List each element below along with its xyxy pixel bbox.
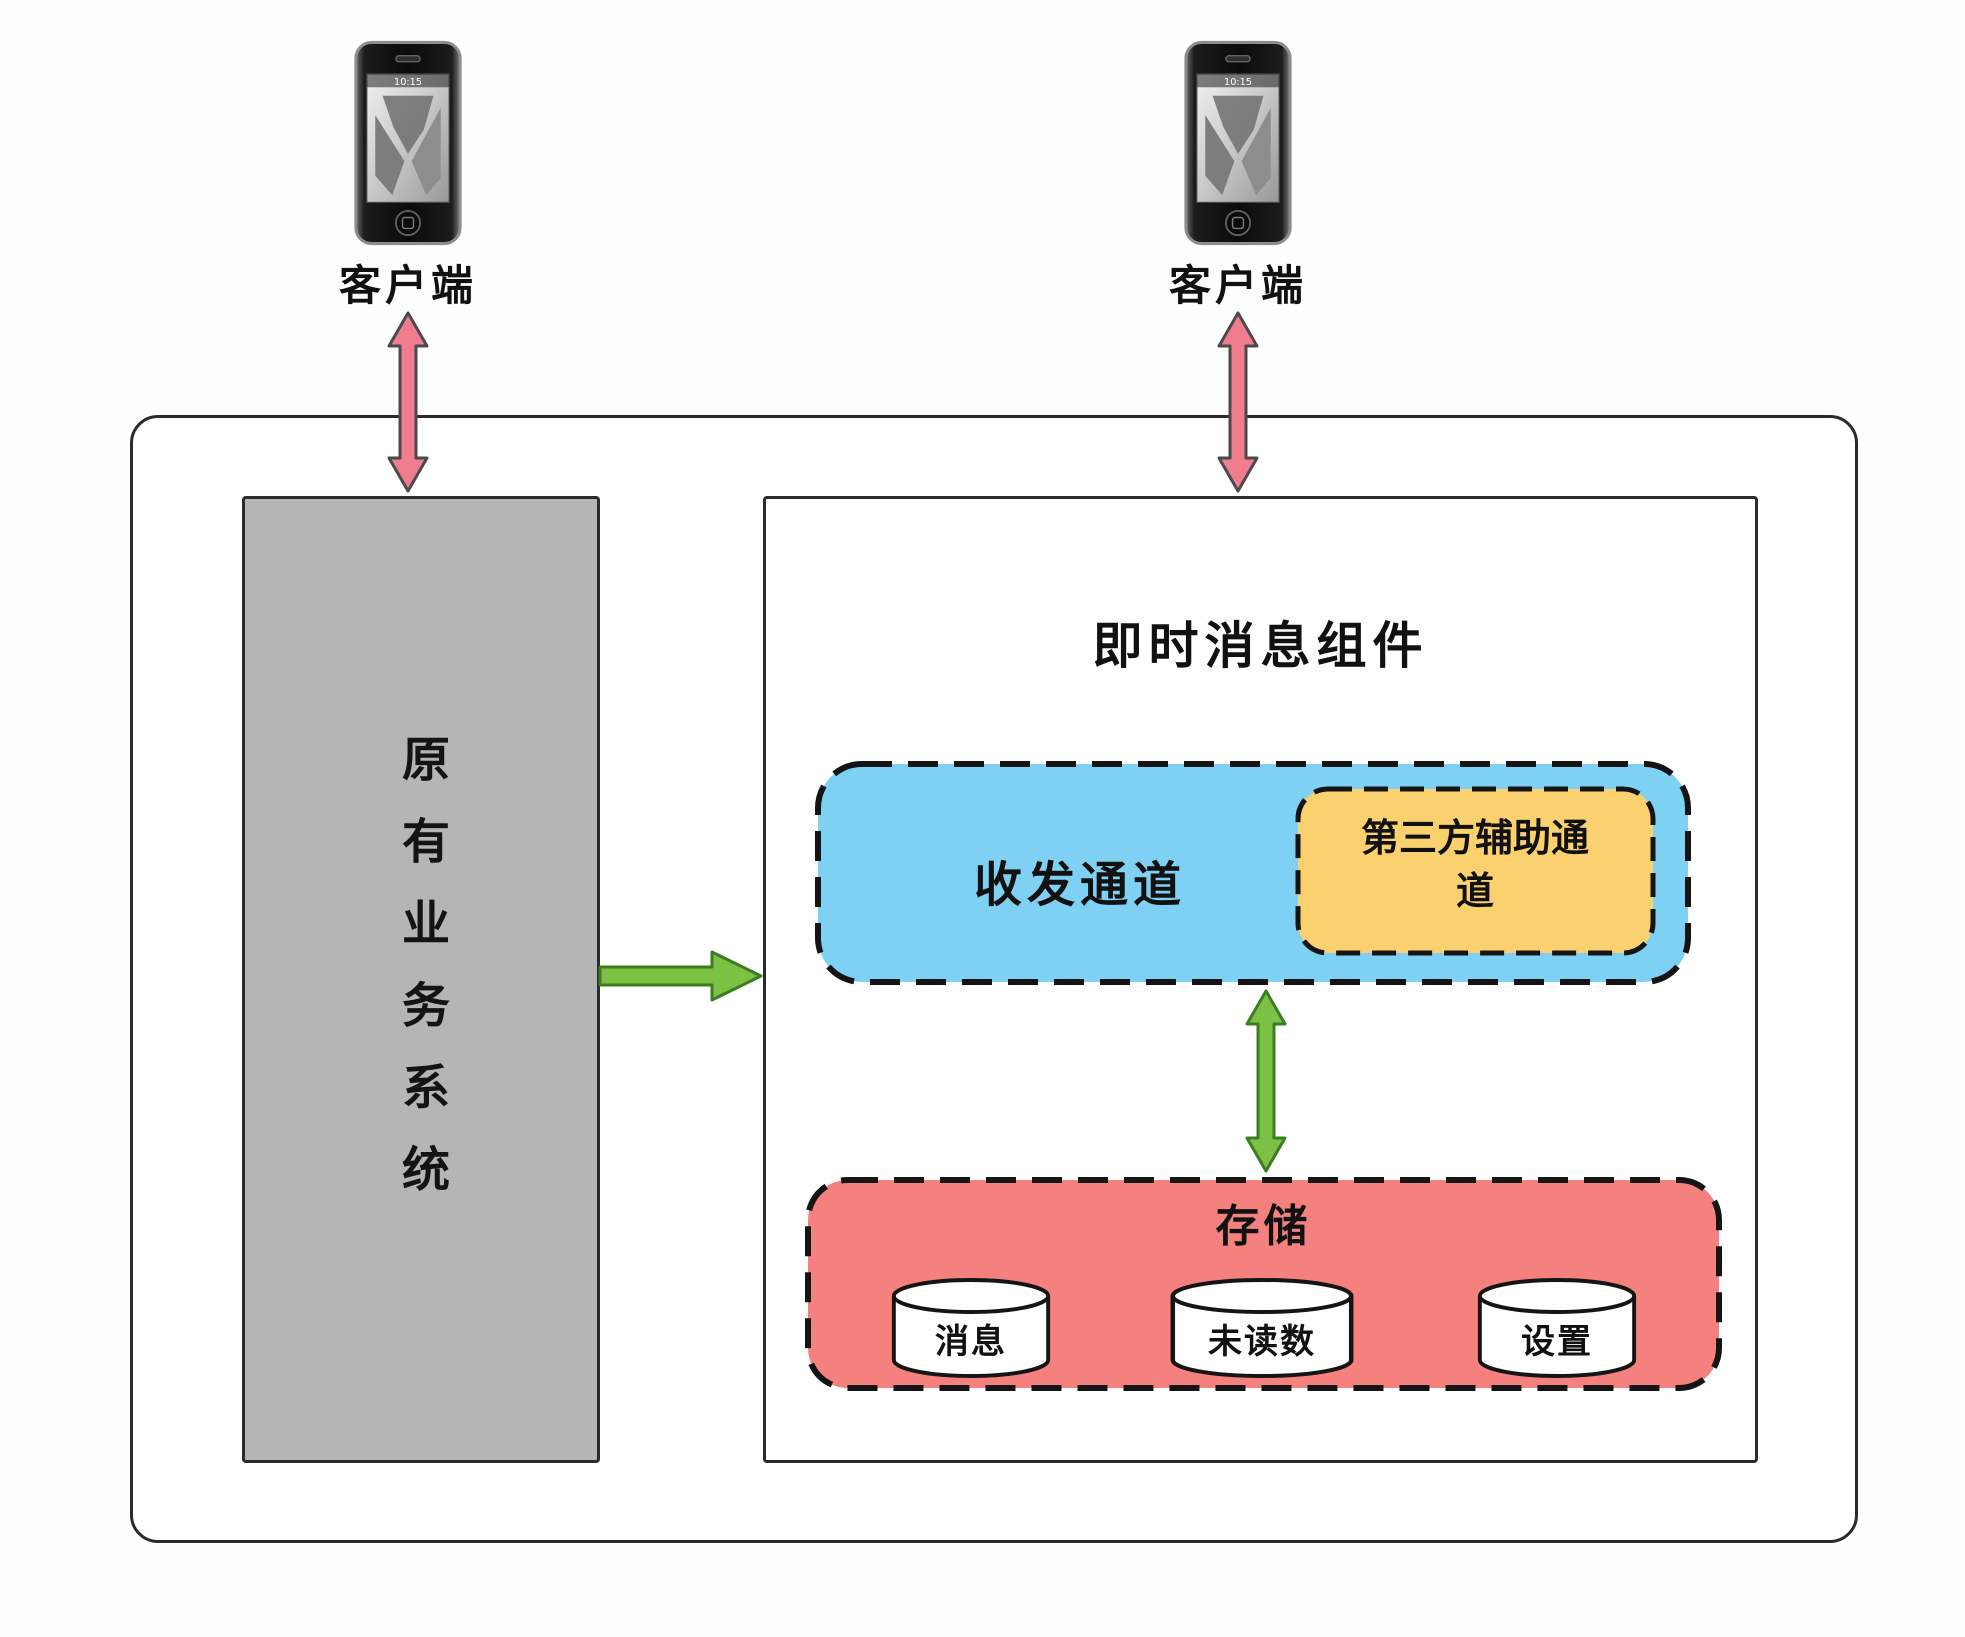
database-label: 消息 [935,1322,1007,1362]
third-party-channel-label: 第三方辅助通道 [1360,816,1589,914]
legacy-system-box: 原有业务系统 [242,496,600,1463]
database-cylinder: 消息 [888,1276,1054,1380]
storage-label: 存储 [1215,1201,1312,1252]
phone-speaker [1225,55,1251,63]
screen-time-text: 10:15 [394,77,422,88]
database-icon [1477,1278,1637,1378]
home-button [394,209,422,237]
client-label: 客户端 [1168,261,1307,310]
legacy-to-im-arrow [598,950,763,1002]
client-connection-arrow [1217,311,1259,493]
database-icon [891,1278,1051,1378]
smartphone-icon: 10:15 [354,40,462,246]
channel-label: 收发通道 [973,857,1186,913]
home-button [1224,209,1252,237]
database-label: 设置 [1521,1322,1593,1362]
client-connection-arrow [387,311,429,493]
database-cylinder: 未读数 [1166,1276,1358,1380]
third-party-channel-box [1295,786,1656,956]
phone-speaker [395,55,421,63]
im-component-title: 即时消息组件 [1092,617,1429,675]
smartphone-icon: 10:15 [1184,40,1292,246]
database-icon [1170,1278,1354,1378]
client-label: 客户端 [338,261,477,310]
legacy-system-label: 原有业务系统 [393,733,449,1226]
database-label: 未读数 [1208,1322,1316,1362]
channel-storage-arrow [1245,989,1287,1173]
database-cylinder: 设置 [1474,1276,1640,1380]
screen-time-text: 10:15 [1224,77,1252,88]
